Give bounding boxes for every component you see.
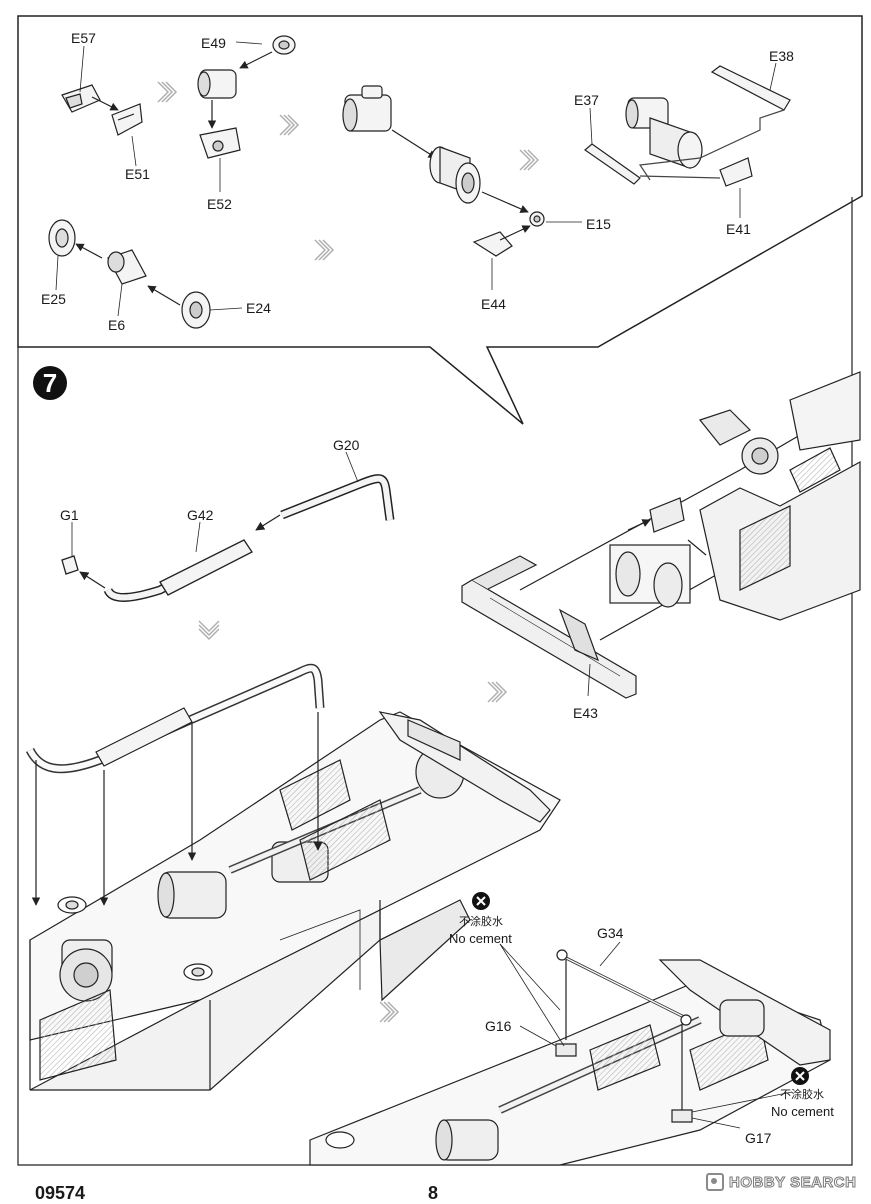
label-g34: G34 bbox=[597, 925, 624, 941]
callout-frame bbox=[17, 15, 863, 425]
no-cement-icon bbox=[791, 1067, 809, 1085]
part-winch-frame bbox=[584, 65, 791, 187]
no-cement-note-cn: 不涂胶水 bbox=[459, 916, 503, 928]
chassis-mid-view bbox=[29, 711, 561, 1091]
watermark-logo-icon bbox=[706, 1173, 724, 1191]
label-e15: E15 bbox=[586, 216, 611, 232]
callout-leaders bbox=[55, 41, 777, 317]
label-e52: E52 bbox=[207, 196, 232, 212]
product-code: 09574 bbox=[35, 1183, 86, 1203]
chassis-front-view bbox=[461, 371, 861, 699]
label-e51: E51 bbox=[125, 166, 150, 182]
part-e49-e52-motor bbox=[197, 35, 296, 159]
watermark-text: HOBBY SEARCH bbox=[728, 1173, 857, 1191]
label-g20: G20 bbox=[333, 437, 360, 453]
label-g42: G42 bbox=[187, 507, 214, 523]
no-cement-note-en: No cement bbox=[449, 931, 512, 946]
label-e38: E38 bbox=[769, 48, 794, 64]
no-cement-note-en: No cement bbox=[771, 1104, 834, 1119]
label-e43: E43 bbox=[573, 705, 598, 721]
part-winch-drum bbox=[342, 85, 545, 257]
label-g1: G1 bbox=[60, 507, 79, 523]
page-number: 8 bbox=[428, 1183, 439, 1203]
label-e6: E6 bbox=[108, 317, 126, 333]
watermark: HOBBY SEARCH bbox=[706, 1172, 856, 1192]
part-e57-bracket bbox=[61, 84, 143, 136]
label-g17: G17 bbox=[745, 1130, 772, 1146]
no-cement-icon bbox=[472, 892, 490, 910]
label-e24: E24 bbox=[246, 300, 271, 316]
label-g16: G16 bbox=[485, 1018, 512, 1034]
exhaust-installed bbox=[25, 663, 325, 906]
label-e49: E49 bbox=[201, 35, 226, 51]
step-number-badge: 7 bbox=[33, 366, 67, 400]
label-e44: E44 bbox=[481, 296, 506, 312]
part-exhaust-pipe bbox=[61, 451, 395, 602]
no-cement-note-cn: 不涂胶水 bbox=[780, 1089, 824, 1101]
label-e57: E57 bbox=[71, 30, 96, 46]
part-e25-e6-e24 bbox=[48, 219, 211, 329]
label-e25: E25 bbox=[41, 291, 66, 307]
label-e41: E41 bbox=[726, 221, 751, 237]
label-e37: E37 bbox=[574, 92, 599, 108]
chassis-lower-view bbox=[309, 941, 831, 1166]
